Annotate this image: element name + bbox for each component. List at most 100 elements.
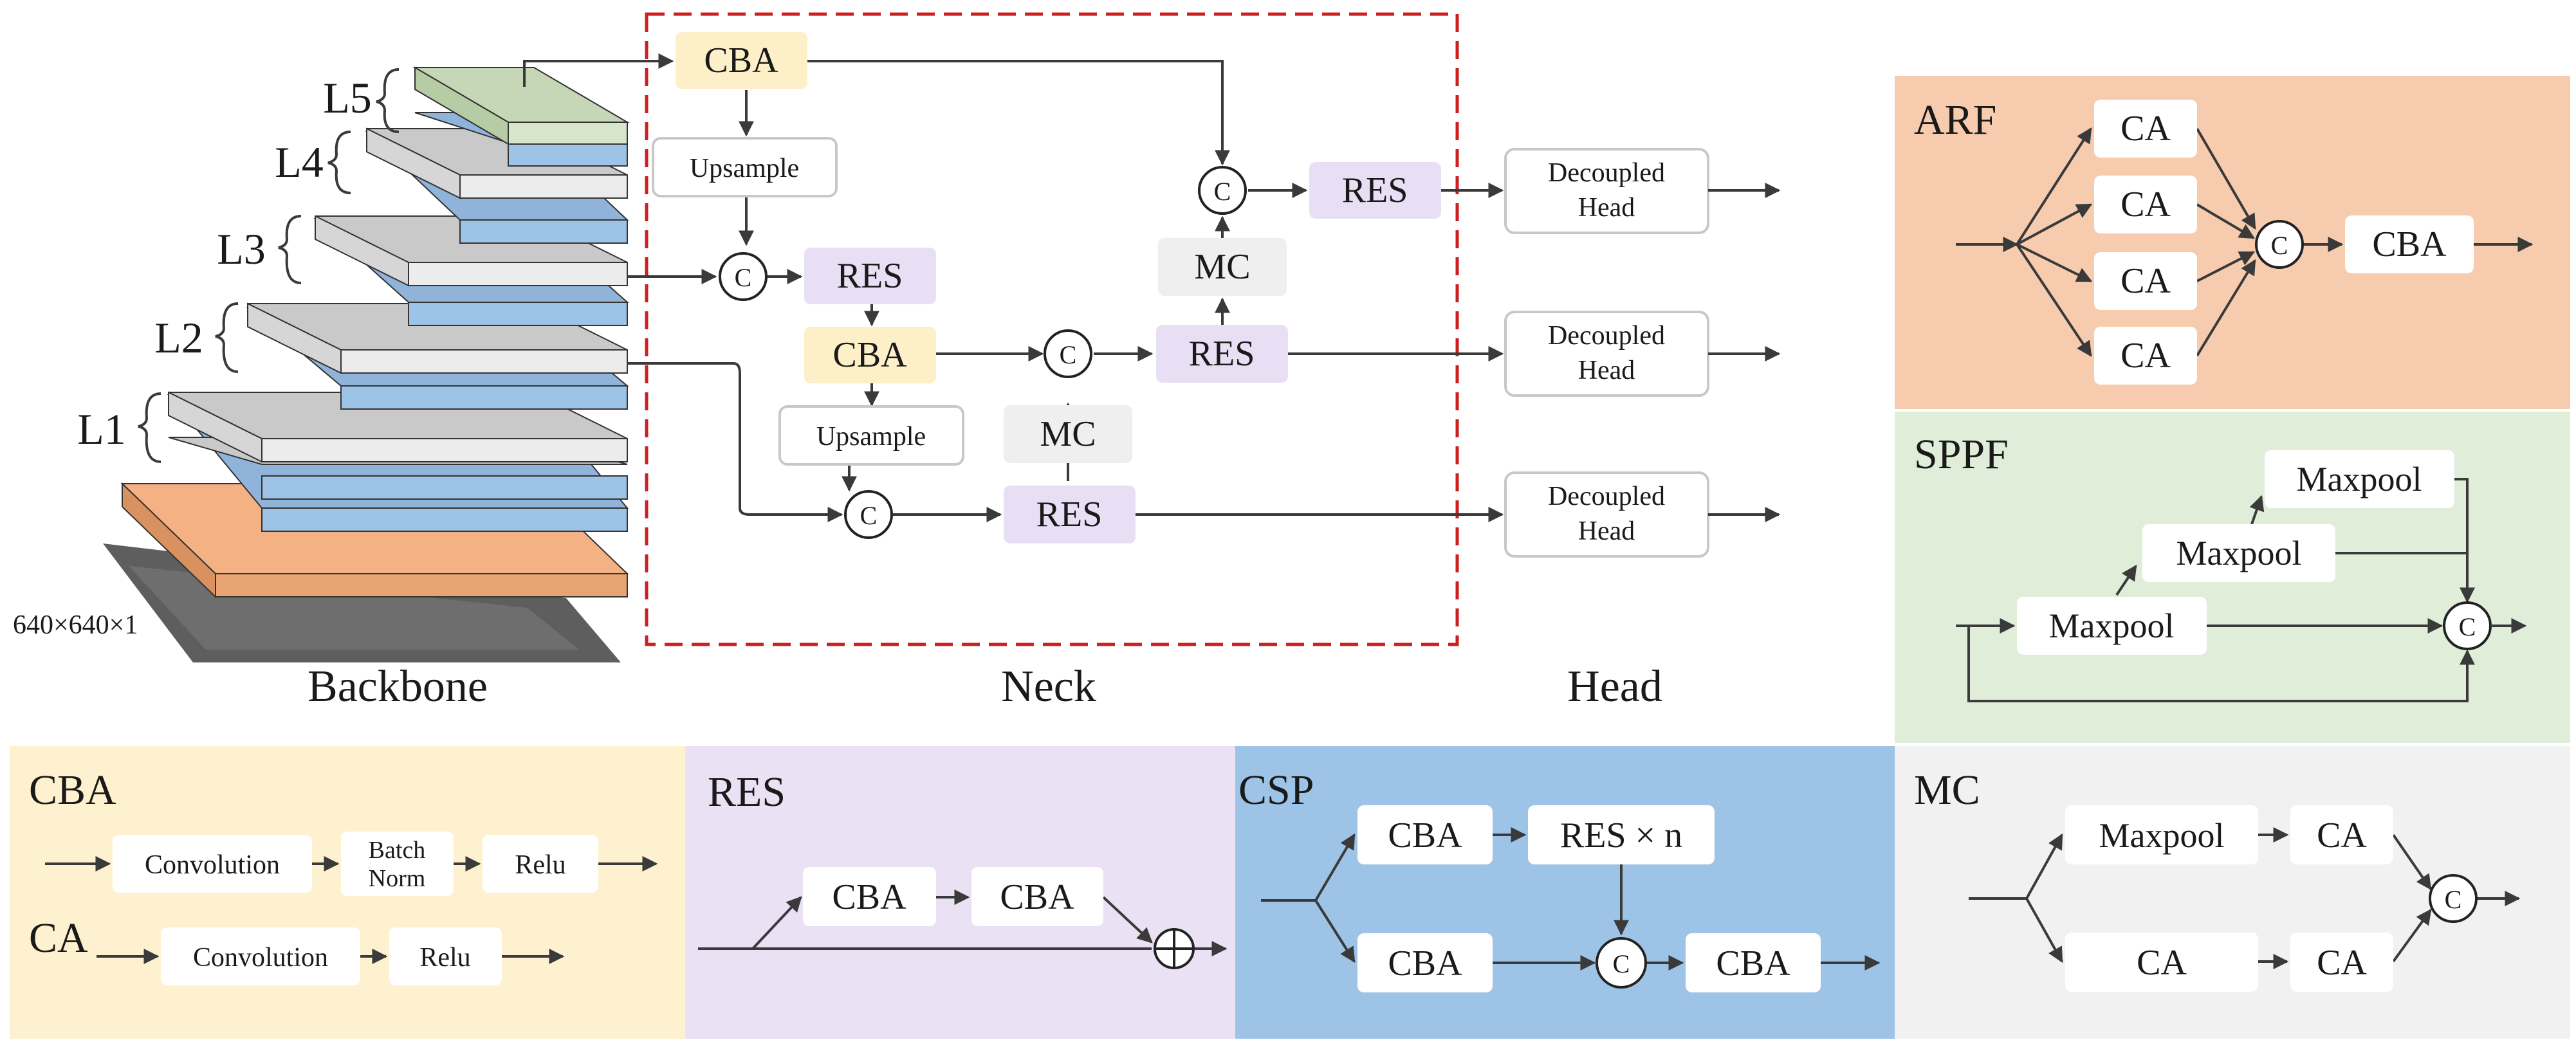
cba-def-relu <box>483 835 598 893</box>
csp-def-res-n-label: RES × n <box>1560 816 1682 855</box>
arf-ca-3-label: CA <box>2121 261 2171 301</box>
level-label-L2: L2 <box>154 313 203 362</box>
res-def-cba-2 <box>971 867 1103 926</box>
neck-res-mid <box>1156 325 1288 383</box>
stage-L1 <box>167 391 629 532</box>
decoupled-head-3-line1: Decoupled <box>1548 482 1665 511</box>
res-def-cba-2-label: CBA <box>1000 877 1074 917</box>
cba-def-title: CBA <box>29 767 116 814</box>
res-def-add-icon <box>1154 928 1195 969</box>
csp-def-cba-out-label: CBA <box>1716 944 1790 983</box>
mc-def-ca-3-label: CA <box>2317 943 2367 983</box>
sppf-maxpool-2 <box>2142 524 2335 582</box>
csp-def-concat-label: C <box>1613 949 1630 978</box>
neck-caption: Neck <box>1001 662 1096 711</box>
neck-concat-2-label: C <box>860 501 878 530</box>
neck-concat-1-label: C <box>735 263 752 292</box>
arf-ca-4-label: CA <box>2121 336 2171 376</box>
neck-res-bottom-label: RES <box>1036 495 1103 534</box>
arf-ca-4 <box>2094 327 2197 385</box>
decoupled-head-2-line1: Decoupled <box>1548 321 1665 351</box>
input-size-label: 640×640×1 <box>13 610 138 640</box>
cba-def-bn-line2: Norm <box>369 865 426 892</box>
stage-L5 <box>412 66 630 167</box>
mc-def-ca-2-label: CA <box>2137 943 2187 983</box>
sppf-maxpool-3-label: Maxpool <box>2297 460 2422 498</box>
csp-def-title: CSP <box>1238 767 1314 814</box>
decoupled-head-3: Decoupled Head <box>1504 471 1781 558</box>
neck-res-top-label: RES <box>1342 170 1408 210</box>
cba-def-bn <box>341 832 454 896</box>
mc-def-ca-2 <box>2065 933 2258 992</box>
arf-panel: ARF CA CA CA CA C CBA <box>1895 76 2570 409</box>
neck-cba-top <box>676 32 807 89</box>
ca-def-relu <box>389 927 502 985</box>
neck-res-1-label: RES <box>837 256 903 296</box>
decoupled-head-1-line2: Head <box>1578 193 1635 223</box>
csp-def-cba-out <box>1686 933 1821 992</box>
brace-L3 <box>278 215 302 284</box>
brace-L2 <box>215 302 239 373</box>
csp-def-cba-top-label: CBA <box>1388 816 1462 855</box>
sppf-panel: SPPF Maxpool Maxpool Maxpool C <box>1895 412 2570 743</box>
cba-def-conv <box>113 835 312 893</box>
decoupled-head-2: Decoupled Head <box>1504 311 1781 397</box>
sppf-maxpool-1 <box>2017 597 2207 655</box>
brace-L5 <box>376 68 400 133</box>
neck-cba-mid <box>804 327 936 383</box>
level-label-L5: L5 <box>323 73 372 122</box>
level-label-L3: L3 <box>217 224 266 273</box>
arf-ca-3 <box>2094 252 2197 310</box>
res-def-cba-1-label: CBA <box>832 877 906 917</box>
res-definition-panel: RES CBA CBA <box>685 746 1235 1039</box>
neck-border <box>645 12 1459 646</box>
csp-def-cba-bottom-label: CBA <box>1388 944 1462 983</box>
neck-res-mid-label: RES <box>1189 334 1255 374</box>
arf-title: ARF <box>1914 96 1996 143</box>
level-label-L1: L1 <box>77 405 126 453</box>
decoupled-head-2-line2: Head <box>1578 356 1635 385</box>
sppf-maxpool-1-label: Maxpool <box>2049 607 2175 645</box>
neck-concat-4-label: C <box>1214 177 1231 206</box>
neck-res-bottom <box>1004 486 1136 543</box>
arf-cba <box>2345 215 2474 273</box>
csp-def-cba-bottom <box>1357 933 1493 992</box>
neck-upsample-1-label: Upsample <box>690 154 799 183</box>
mc-def-concat-label: C <box>2445 885 2462 914</box>
arf-concat <box>2255 220 2304 269</box>
sppf-maxpool-2-label: Maxpool <box>2176 534 2302 572</box>
neck-upsample-2 <box>778 405 964 466</box>
csp-def-concat <box>1596 937 1647 989</box>
mc-def-ca-1 <box>2290 805 2393 864</box>
ca-def-relu-label: Relu <box>419 943 470 972</box>
arf-ca-2-label: CA <box>2121 185 2171 224</box>
mc-def-concat <box>2429 874 2478 923</box>
neck-upsample-1 <box>652 137 838 197</box>
ca-def-conv-label: Convolution <box>193 943 328 972</box>
neck-mc-upper <box>1158 238 1287 296</box>
neck-concat-1 <box>719 252 768 301</box>
neck-mc-upper-label: MC <box>1194 247 1250 287</box>
sppf-concat-label: C <box>2459 612 2476 641</box>
arf-ca-1-label: CA <box>2121 109 2171 149</box>
csp-def-res-n <box>1528 805 1715 864</box>
arf-concat-label: C <box>2271 231 2288 260</box>
mc-def-title: MC <box>1914 767 1980 814</box>
neck-mc-lower-label: MC <box>1040 414 1096 454</box>
mc-def-ca-3 <box>2290 933 2393 992</box>
neck-upsample-2-label: Upsample <box>816 422 926 452</box>
decoupled-head-1-line1: Decoupled <box>1548 158 1665 188</box>
neck-mc-lower <box>1004 405 1132 463</box>
mc-def-maxpool <box>2065 805 2258 864</box>
stage-L3 <box>313 215 629 326</box>
neck-cba-mid-label: CBA <box>833 335 907 375</box>
neck-res-top <box>1309 162 1441 219</box>
csp-definition-panel: CSP CBA RES × n CBA C CBA <box>1235 746 1895 1039</box>
ca-def-conv <box>161 927 360 985</box>
cba-definition-panel: CBA Convolution Batch Norm Relu CA Convo… <box>10 746 685 1039</box>
cba-def-conv-label: Convolution <box>145 850 280 880</box>
head-caption: Head <box>1567 662 1662 711</box>
neck-cba-top-label: CBA <box>704 41 778 80</box>
res-def-title: RES <box>708 769 786 816</box>
